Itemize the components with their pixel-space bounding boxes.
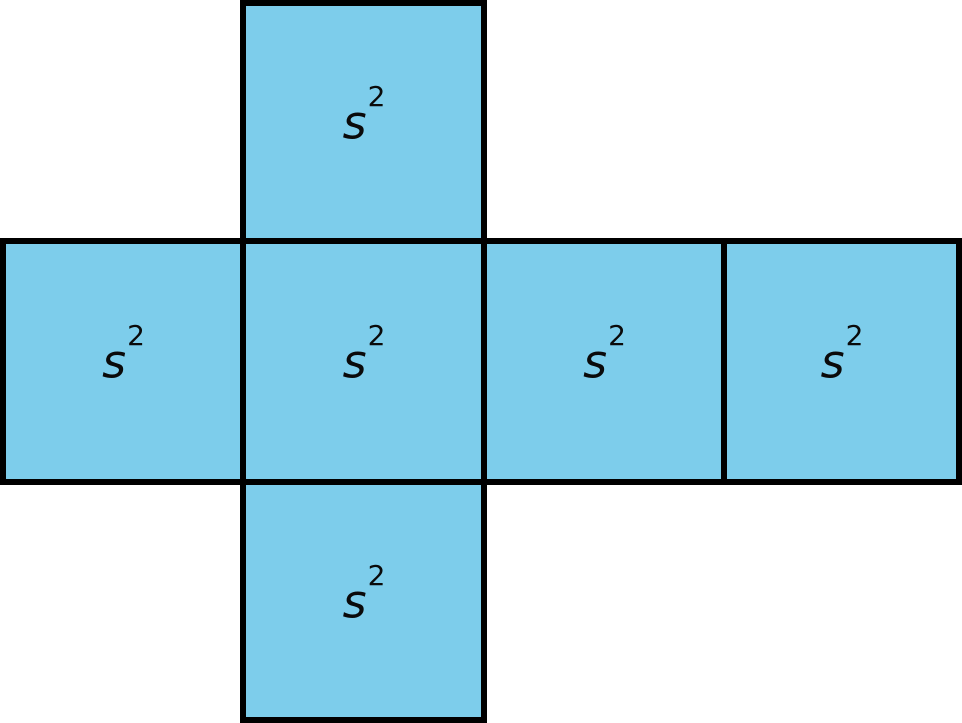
face-area-label: s2 [343, 82, 386, 145]
face-label-base: s [342, 334, 367, 389]
face-label-base: s [820, 334, 845, 389]
net-face-bottom: s2 [240, 479, 487, 723]
face-label-exponent: 2 [367, 79, 386, 113]
net-face-top: s2 [240, 0, 487, 244]
face-label-base: s [342, 574, 367, 629]
face-area-label: s2 [583, 322, 626, 385]
net-face-middle-2: s2 [240, 238, 487, 485]
face-label-exponent: 2 [127, 319, 145, 353]
face-label-base: s [583, 334, 608, 389]
net-face-middle-1: s2 [0, 238, 246, 485]
face-label-exponent: 2 [845, 319, 864, 353]
face-area-label: s2 [821, 322, 864, 385]
net-face-middle-3: s2 [481, 238, 727, 485]
face-label-base: s [342, 95, 367, 150]
face-area-label: s2 [102, 322, 145, 385]
net-face-middle-4: s2 [721, 238, 962, 485]
face-area-label: s2 [343, 561, 386, 624]
face-label-exponent: 2 [367, 558, 386, 592]
face-label-exponent: 2 [608, 319, 626, 353]
face-label-base: s [102, 334, 127, 389]
face-area-label: s2 [343, 322, 386, 385]
face-label-exponent: 2 [367, 319, 386, 353]
